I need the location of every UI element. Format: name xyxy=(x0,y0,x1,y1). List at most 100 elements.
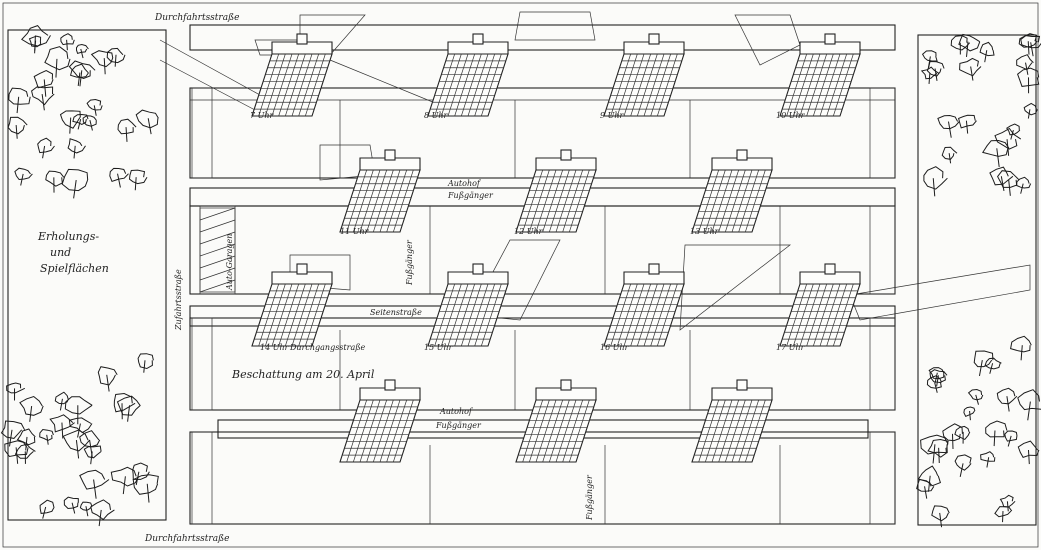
tree-icon xyxy=(67,138,86,159)
recreation-label-line3: Spielflächen xyxy=(40,262,109,275)
tower-block xyxy=(603,33,685,117)
tree-icon xyxy=(116,395,141,422)
access-road-label: Zufahrtsstraße xyxy=(174,269,183,331)
tree-icon xyxy=(1017,67,1040,94)
tree-icon xyxy=(44,46,71,78)
tree-icon xyxy=(985,420,1008,447)
tree-icon xyxy=(135,109,159,135)
trees-left-bottom xyxy=(0,353,159,527)
tree-icon xyxy=(31,86,55,111)
tree-icon xyxy=(927,438,949,464)
tree-icon xyxy=(8,87,31,114)
tree-icon xyxy=(917,465,942,492)
tree-icon xyxy=(954,425,971,444)
tower-block xyxy=(691,379,773,463)
row-3-top-bar xyxy=(189,305,896,327)
side-street-label: Seitenstraße xyxy=(370,308,422,317)
tree-icon xyxy=(86,98,103,116)
tree-icon xyxy=(994,506,1013,523)
tree-icon xyxy=(97,366,118,392)
tree-icon xyxy=(958,33,981,57)
tower-block xyxy=(779,263,861,347)
fussganger-label-1: Fußgänger xyxy=(447,191,494,200)
tree-icon xyxy=(1010,335,1032,361)
hour-label: 10 Uhr xyxy=(776,111,806,120)
tree-icon xyxy=(929,369,948,387)
tower-block xyxy=(515,379,597,463)
trees-right-bottom xyxy=(916,335,1041,528)
tree-icon xyxy=(982,139,1010,168)
tree-icon xyxy=(923,166,948,197)
tree-icon xyxy=(996,387,1018,412)
tree-icon xyxy=(54,391,69,411)
tree-icon xyxy=(128,169,148,191)
tree-icon xyxy=(117,118,137,142)
tree-icon xyxy=(137,353,154,373)
tower-block xyxy=(779,33,861,117)
tree-icon xyxy=(954,454,972,477)
tree-icon xyxy=(0,420,26,447)
tree-icon xyxy=(69,63,90,86)
hour-label: 11 Uhr xyxy=(340,227,370,236)
hour-label: 12 Uhr xyxy=(514,227,544,236)
tree-icon xyxy=(942,423,963,450)
tree-icon xyxy=(1016,54,1034,75)
tower-block xyxy=(339,379,421,463)
left-green-area xyxy=(7,29,167,521)
hour-label: 15 Uhr xyxy=(424,343,454,352)
tree-icon xyxy=(106,47,126,67)
tree-icon xyxy=(1023,102,1038,119)
tree-icon xyxy=(39,428,54,445)
tower-block xyxy=(339,149,421,233)
tree-icon xyxy=(61,168,89,199)
tree-icon xyxy=(14,167,33,186)
tree-icon xyxy=(941,146,958,164)
tree-icon xyxy=(113,392,136,420)
tree-icon xyxy=(21,25,51,54)
tree-icon xyxy=(90,499,115,527)
tree-icon xyxy=(921,50,938,68)
tree-icon xyxy=(997,170,1020,196)
tree-icon xyxy=(49,414,75,439)
hour-label: 17 Uhr xyxy=(776,343,806,352)
tree-icon xyxy=(916,478,935,499)
tower-block xyxy=(427,33,509,117)
tower-block xyxy=(251,263,333,347)
street-label-bottom: Durchfahrtsstraße xyxy=(144,534,229,544)
tower-block xyxy=(427,263,509,347)
tree-icon xyxy=(132,462,150,486)
tree-icon xyxy=(72,113,89,130)
tree-icon xyxy=(79,469,110,499)
tree-icon xyxy=(928,367,945,384)
footpath-label-vertical: Fußgänger xyxy=(405,239,414,286)
hour-label: 16 Uhr xyxy=(600,343,630,352)
hour-label: 7 Uhr xyxy=(250,111,275,120)
tree-icon xyxy=(110,466,140,495)
tree-icon xyxy=(1017,389,1041,421)
tree-icon xyxy=(920,434,949,464)
row-1-top-bar xyxy=(189,24,896,51)
tree-icon xyxy=(6,382,26,401)
tree-icon xyxy=(989,166,1014,192)
tree-icon xyxy=(68,417,93,438)
street-label-top: Durchfahrtsstraße xyxy=(154,13,239,23)
recreation-label-line1: Erholungs- xyxy=(37,230,99,243)
recreation-label-line2: und xyxy=(50,246,71,259)
shading-note: Beschattung am 20. April xyxy=(231,368,375,381)
tower-block xyxy=(251,33,333,117)
tree-icon xyxy=(999,494,1016,512)
tree-icon xyxy=(973,350,994,377)
tree-icon xyxy=(7,116,28,139)
garage-hatching xyxy=(199,207,236,293)
tree-icon xyxy=(79,501,93,517)
tree-icon xyxy=(82,115,97,131)
tree-icon xyxy=(62,429,90,459)
tree-icon xyxy=(1004,430,1018,447)
tree-icon xyxy=(958,114,977,134)
trees-left-top xyxy=(7,25,159,199)
through-road-label: Durchgangsstraße xyxy=(289,343,366,352)
